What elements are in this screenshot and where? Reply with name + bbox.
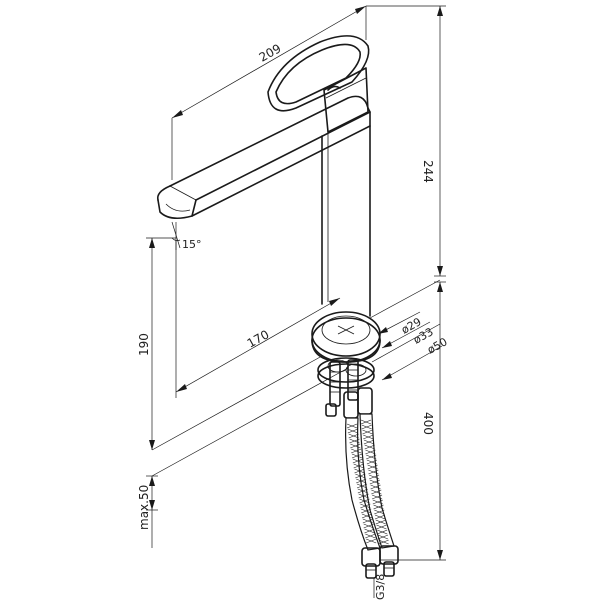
label-hose-length: 400 <box>421 412 435 435</box>
label-max-deck: max.50 <box>137 485 151 530</box>
label-outlet-height: 190 <box>137 333 151 356</box>
label-body-height: 244 <box>421 160 435 183</box>
label-spout-angle: 15° <box>182 238 202 251</box>
label-spout-reach: 170 <box>245 327 272 350</box>
label-thread: G3/8 <box>374 574 387 600</box>
handle-lever <box>267 35 370 112</box>
dimension-lines <box>146 5 446 561</box>
flexible-hoses <box>345 413 399 598</box>
faucet-body <box>156 35 381 419</box>
